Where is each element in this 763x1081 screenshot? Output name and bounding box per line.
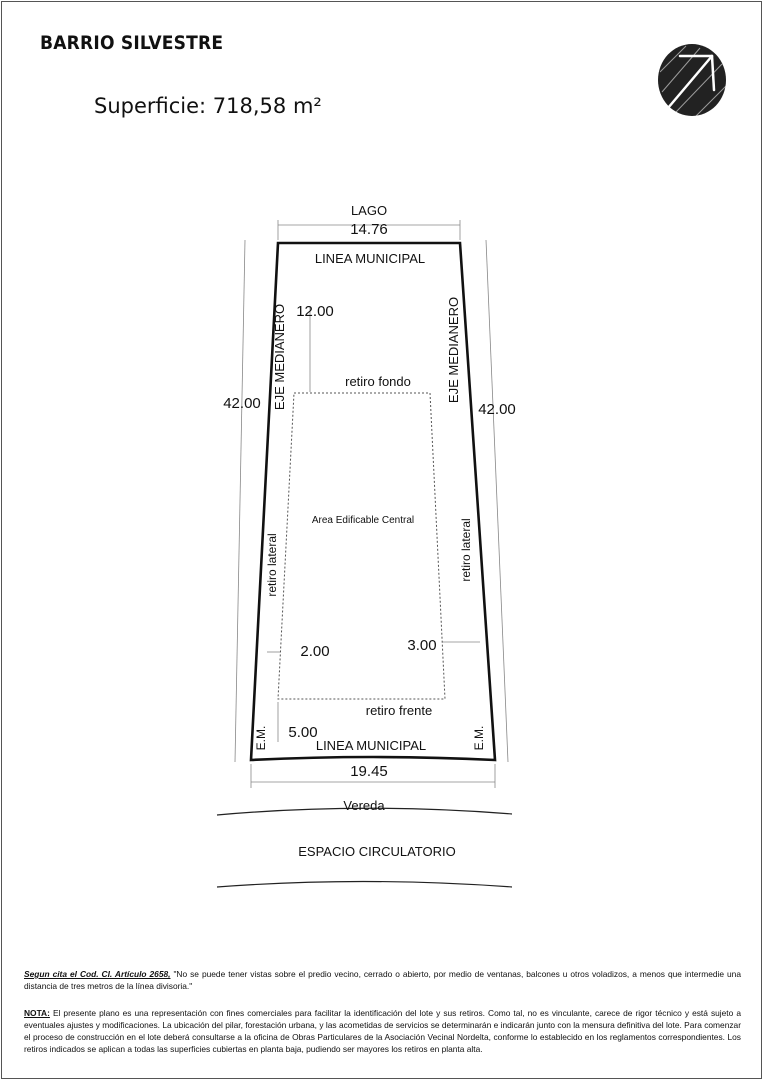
eje-medianero-left: EJE MEDIANERO xyxy=(272,304,287,410)
reference-text: "No se puede tener vistas sobre el predi… xyxy=(24,969,741,991)
municipal-line-bottom: LINEA MUNICIPAL xyxy=(316,738,426,753)
setback-side-left-label: retiro lateral xyxy=(265,533,279,596)
municipal-line-top: LINEA MUNICIPAL xyxy=(315,251,425,266)
right-length: 42.00 xyxy=(478,401,516,418)
page-title: BARRIO SILVESTRE xyxy=(40,32,224,54)
buildable-label: Area Edificable Central xyxy=(312,515,414,526)
lot-boundary xyxy=(249,241,497,762)
eje-medianero-right: EJE MEDIANERO xyxy=(446,297,461,403)
civil-code-reference: Segun cita el Cod. CI. Artículo 2658, "N… xyxy=(24,968,741,992)
left-length: 42.00 xyxy=(223,395,261,412)
left-dimension-line xyxy=(234,239,246,763)
setback-front-label: retiro frente xyxy=(366,703,432,718)
right-dimension-line xyxy=(485,239,509,763)
setback-back-label: retiro fondo xyxy=(345,374,411,389)
street-label: ESPACIO CIRCULATORIO xyxy=(298,844,455,859)
em-right: E.M. xyxy=(472,726,486,751)
lot-area: Superficie: 718,58 m² xyxy=(94,94,322,118)
north-arrow-icon xyxy=(658,44,727,117)
em-left: E.M. xyxy=(254,726,268,751)
top-width: 14.76 xyxy=(350,221,388,238)
bottom-width: 19.45 xyxy=(350,763,388,780)
disclaimer-note: NOTA: El presente plano es una represent… xyxy=(24,1007,741,1055)
setback-back: 12.00 xyxy=(296,303,334,320)
setback-left: 2.00 xyxy=(300,643,329,660)
note-text: El presente plano es una representación … xyxy=(24,1008,741,1054)
setback-right: 3.00 xyxy=(407,637,436,654)
lot-plan: LAGO 14.76 LINEA MUNICIPAL 12.00 retiro … xyxy=(216,203,516,888)
sidewalk-label: Vereda xyxy=(343,798,385,813)
lake-label: LAGO xyxy=(351,203,387,218)
reference-title: Segun cita el Cod. CI. Artículo 2658, xyxy=(24,969,171,979)
note-title: NOTA: xyxy=(24,1008,50,1018)
sidewalk-line xyxy=(216,807,513,816)
setback-side-right-label: retiro lateral xyxy=(459,518,473,581)
street-line xyxy=(216,880,513,888)
setback-front: 5.00 xyxy=(288,724,317,741)
